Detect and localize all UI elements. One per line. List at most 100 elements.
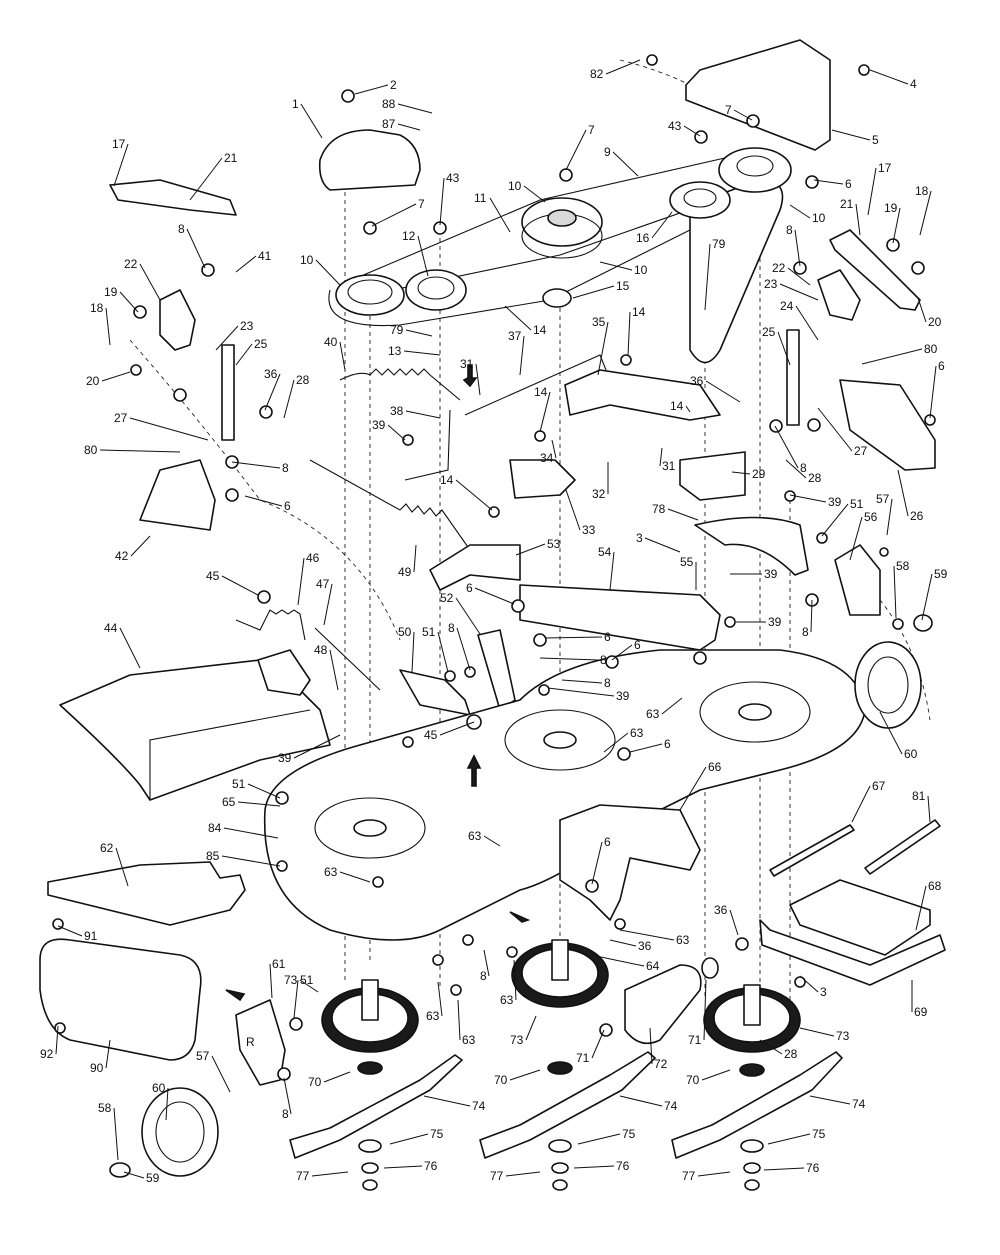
callout-6: 6: [929, 359, 945, 419]
callout-24: 24: [780, 299, 819, 341]
callout-59: 59: [921, 567, 948, 621]
callout-71: 71: [688, 979, 707, 1047]
callout-number: 87: [382, 117, 396, 131]
callout-leader: [525, 1015, 537, 1041]
callout-43: 43: [439, 171, 460, 226]
callout-number: 63: [426, 1009, 440, 1023]
callout-3: 3: [799, 975, 827, 999]
callout-number: 28: [784, 1047, 798, 1061]
callout-leader: [139, 263, 161, 301]
callout-leader: [455, 479, 493, 511]
callout-22: 22: [772, 261, 811, 286]
callout-number: 75: [622, 1127, 636, 1141]
mounting-plate: [789, 879, 931, 956]
callout-leader: [855, 203, 861, 236]
callout-number: 50: [398, 625, 412, 639]
callout-36: 36: [690, 374, 741, 403]
callout-number: 19: [104, 285, 118, 299]
pulley-center: [405, 269, 467, 311]
callout-number: 6: [284, 499, 291, 513]
callout-number: 40: [324, 335, 338, 349]
callout-number: 72: [654, 1057, 668, 1071]
callout-76: 76: [573, 1159, 630, 1173]
deck-post-bracket: [477, 629, 516, 711]
callout-number: 23: [764, 277, 778, 291]
callout-leader: [437, 981, 443, 1017]
callout-50: 50: [398, 625, 415, 673]
callout-34: 34: [540, 439, 557, 465]
callout-number: 82: [590, 67, 604, 81]
callout-leader: [505, 1171, 541, 1177]
callout-51: 51: [232, 777, 281, 799]
callout-number: 24: [780, 299, 794, 313]
deck-bracket-right-29: [679, 451, 746, 501]
callout-leader: [627, 311, 631, 357]
callout-number: 75: [812, 1127, 826, 1141]
callout-leader: [457, 999, 461, 1041]
callout-leader: [777, 331, 791, 366]
callout-leader: [423, 1095, 471, 1107]
link-rod: [404, 409, 451, 481]
callout-leader: [221, 855, 281, 867]
callout-61: 61: [269, 957, 286, 999]
callout-25: 25: [235, 337, 268, 366]
callout-39: 39: [730, 567, 778, 581]
callout-75: 75: [767, 1127, 826, 1145]
callout-leader: [649, 1027, 653, 1065]
callout-67: 67: [851, 779, 886, 823]
callout-leader: [917, 297, 927, 323]
callout-10: 10: [789, 204, 826, 225]
callout-number: 63: [646, 707, 660, 721]
callout-leader: [55, 1025, 59, 1055]
callout-leader: [813, 179, 844, 185]
callout-leader: [785, 459, 807, 479]
adjust-strap-right: [786, 329, 800, 426]
callout-number: 10: [508, 179, 522, 193]
callout-number: 16: [636, 231, 650, 245]
callout-60: 60: [879, 711, 918, 761]
callout-14: 14: [504, 305, 547, 337]
callout-number: 65: [222, 795, 236, 809]
front-bracket: [559, 804, 701, 921]
discharge-chute: [59, 659, 331, 801]
callout-number: 41: [258, 249, 272, 263]
callout-70: 70: [686, 1069, 731, 1087]
callout-number: 8: [786, 223, 793, 237]
callout-leader: [861, 348, 923, 365]
callout-number: 49: [398, 565, 412, 579]
wheel-bracket-right: [834, 544, 881, 616]
callout-63: 63: [500, 959, 517, 1007]
callout-number: 60: [904, 747, 918, 761]
callout-11: 11: [474, 191, 511, 233]
callout-leader: [612, 151, 639, 177]
callout-leader: [915, 885, 927, 931]
callout-leader: [101, 371, 131, 382]
callout-leader: [123, 1171, 145, 1179]
callout-number: 36: [638, 939, 652, 953]
callout-58: 58: [98, 1101, 119, 1161]
callout-4: 4: [869, 69, 917, 91]
callout-17: 17: [867, 161, 892, 216]
callout-8: 8: [448, 621, 471, 671]
callout-21: 21: [189, 151, 238, 201]
callout-leader: [886, 498, 893, 536]
callout-29: 29: [731, 467, 766, 481]
callout-number: 7: [725, 103, 732, 117]
blades: [289, 1051, 843, 1191]
callout-77: 77: [490, 1169, 541, 1183]
callout-number: 7: [588, 123, 595, 137]
blade-left: [289, 1054, 463, 1159]
callout-63: 63: [324, 865, 371, 883]
callout-39: 39: [736, 615, 782, 629]
hardware: [52, 54, 936, 1081]
callout-63: 63: [426, 981, 443, 1023]
callout-number: 88: [382, 97, 396, 111]
callout-number: 20: [86, 374, 100, 388]
callout-number: 71: [576, 1051, 590, 1065]
callout-number: 61: [272, 957, 286, 971]
callout-68: 68: [915, 879, 942, 931]
callout-51: 51: [422, 625, 449, 673]
callout-leader: [186, 228, 206, 269]
callout-leader: [547, 687, 615, 697]
callout-number: 25: [762, 325, 776, 339]
